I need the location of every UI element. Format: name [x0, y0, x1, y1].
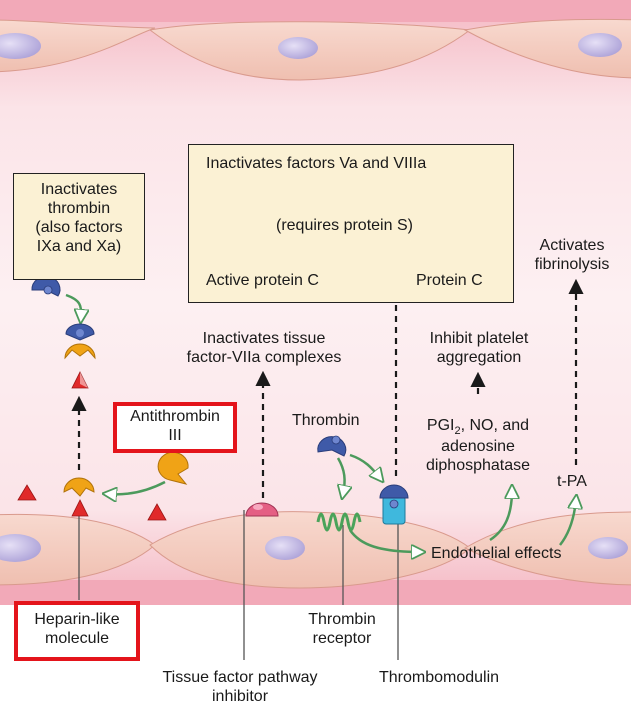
- dashed-arrows: [71, 278, 584, 498]
- thrombin-receptor-label: Thrombin receptor: [308, 611, 376, 647]
- nucleus-icon: [0, 534, 41, 562]
- leader-lines: [78, 504, 399, 660]
- nucleus-icon: [265, 536, 305, 560]
- t-pa-label: t-PA: [557, 473, 587, 490]
- nucleus-icon: [0, 33, 41, 59]
- thrombin-icon: [31, 275, 61, 297]
- inactivates-thrombin-label: Inactivates thrombin (also factors IXa a…: [35, 181, 123, 255]
- heparin-triangle-icon: [17, 484, 167, 521]
- inactivates-tissue-factor-label: Inactivates tissue factor-VIIa complexes: [186, 330, 342, 366]
- nucleus-icon: [578, 33, 622, 57]
- heparin-highlight-box: [14, 601, 140, 661]
- endothelial-effects-label: Endothelial effects: [431, 545, 562, 562]
- pgi-suffix: , NO, and: [460, 417, 530, 434]
- activates-fibrinolysis-label: Activates fibrinolysis: [534, 237, 610, 273]
- inactivates-thrombin-box: [13, 173, 145, 280]
- tfpi-icon: [245, 502, 279, 517]
- thrombin-icon: [317, 435, 347, 457]
- antithrombin-icon: [63, 477, 95, 517]
- inhibit-platelet-label: Inhibit platelet aggregation: [429, 330, 529, 366]
- heparin-like-label: Heparin-like molecule: [34, 611, 120, 647]
- protein-c-label: Protein C: [416, 272, 483, 289]
- pgi-prefix: PGI: [426, 417, 455, 434]
- thrombin-label: Thrombin: [292, 412, 360, 429]
- tissue-factor-pathway-label: Tissue factor pathway inhibitor: [162, 669, 318, 705]
- thrombomodulin-label: Thrombomodulin: [378, 669, 500, 686]
- nucleus-icon: [588, 537, 628, 559]
- thrombin-antithrombin-complex-icon: [64, 323, 96, 389]
- bottom-endothelium: [0, 511, 631, 605]
- antithrombin-free-icon: [157, 451, 189, 485]
- inactivates-va-viiia-label: Inactivates factors Va and VIIIa: [206, 155, 427, 172]
- thrombomodulin-icon: [379, 484, 409, 525]
- antithrombin-label: Antithrombin III: [130, 408, 220, 444]
- nucleus-icon: [278, 37, 318, 59]
- pgi-subscript: 2: [454, 425, 461, 438]
- antithrombin-highlight-box: [113, 402, 237, 453]
- requires-protein-s-label: (requires protein S): [276, 217, 413, 234]
- top-endothelium: [0, 0, 631, 81]
- pgi-label: PGI2, NO, and: [408, 416, 548, 438]
- active-protein-c-label: Active protein C: [206, 272, 319, 289]
- adenosine-label: adenosine diphosphatase: [425, 438, 531, 474]
- thrombin-receptor-icon: [316, 512, 362, 532]
- protein-c-box: [188, 144, 514, 303]
